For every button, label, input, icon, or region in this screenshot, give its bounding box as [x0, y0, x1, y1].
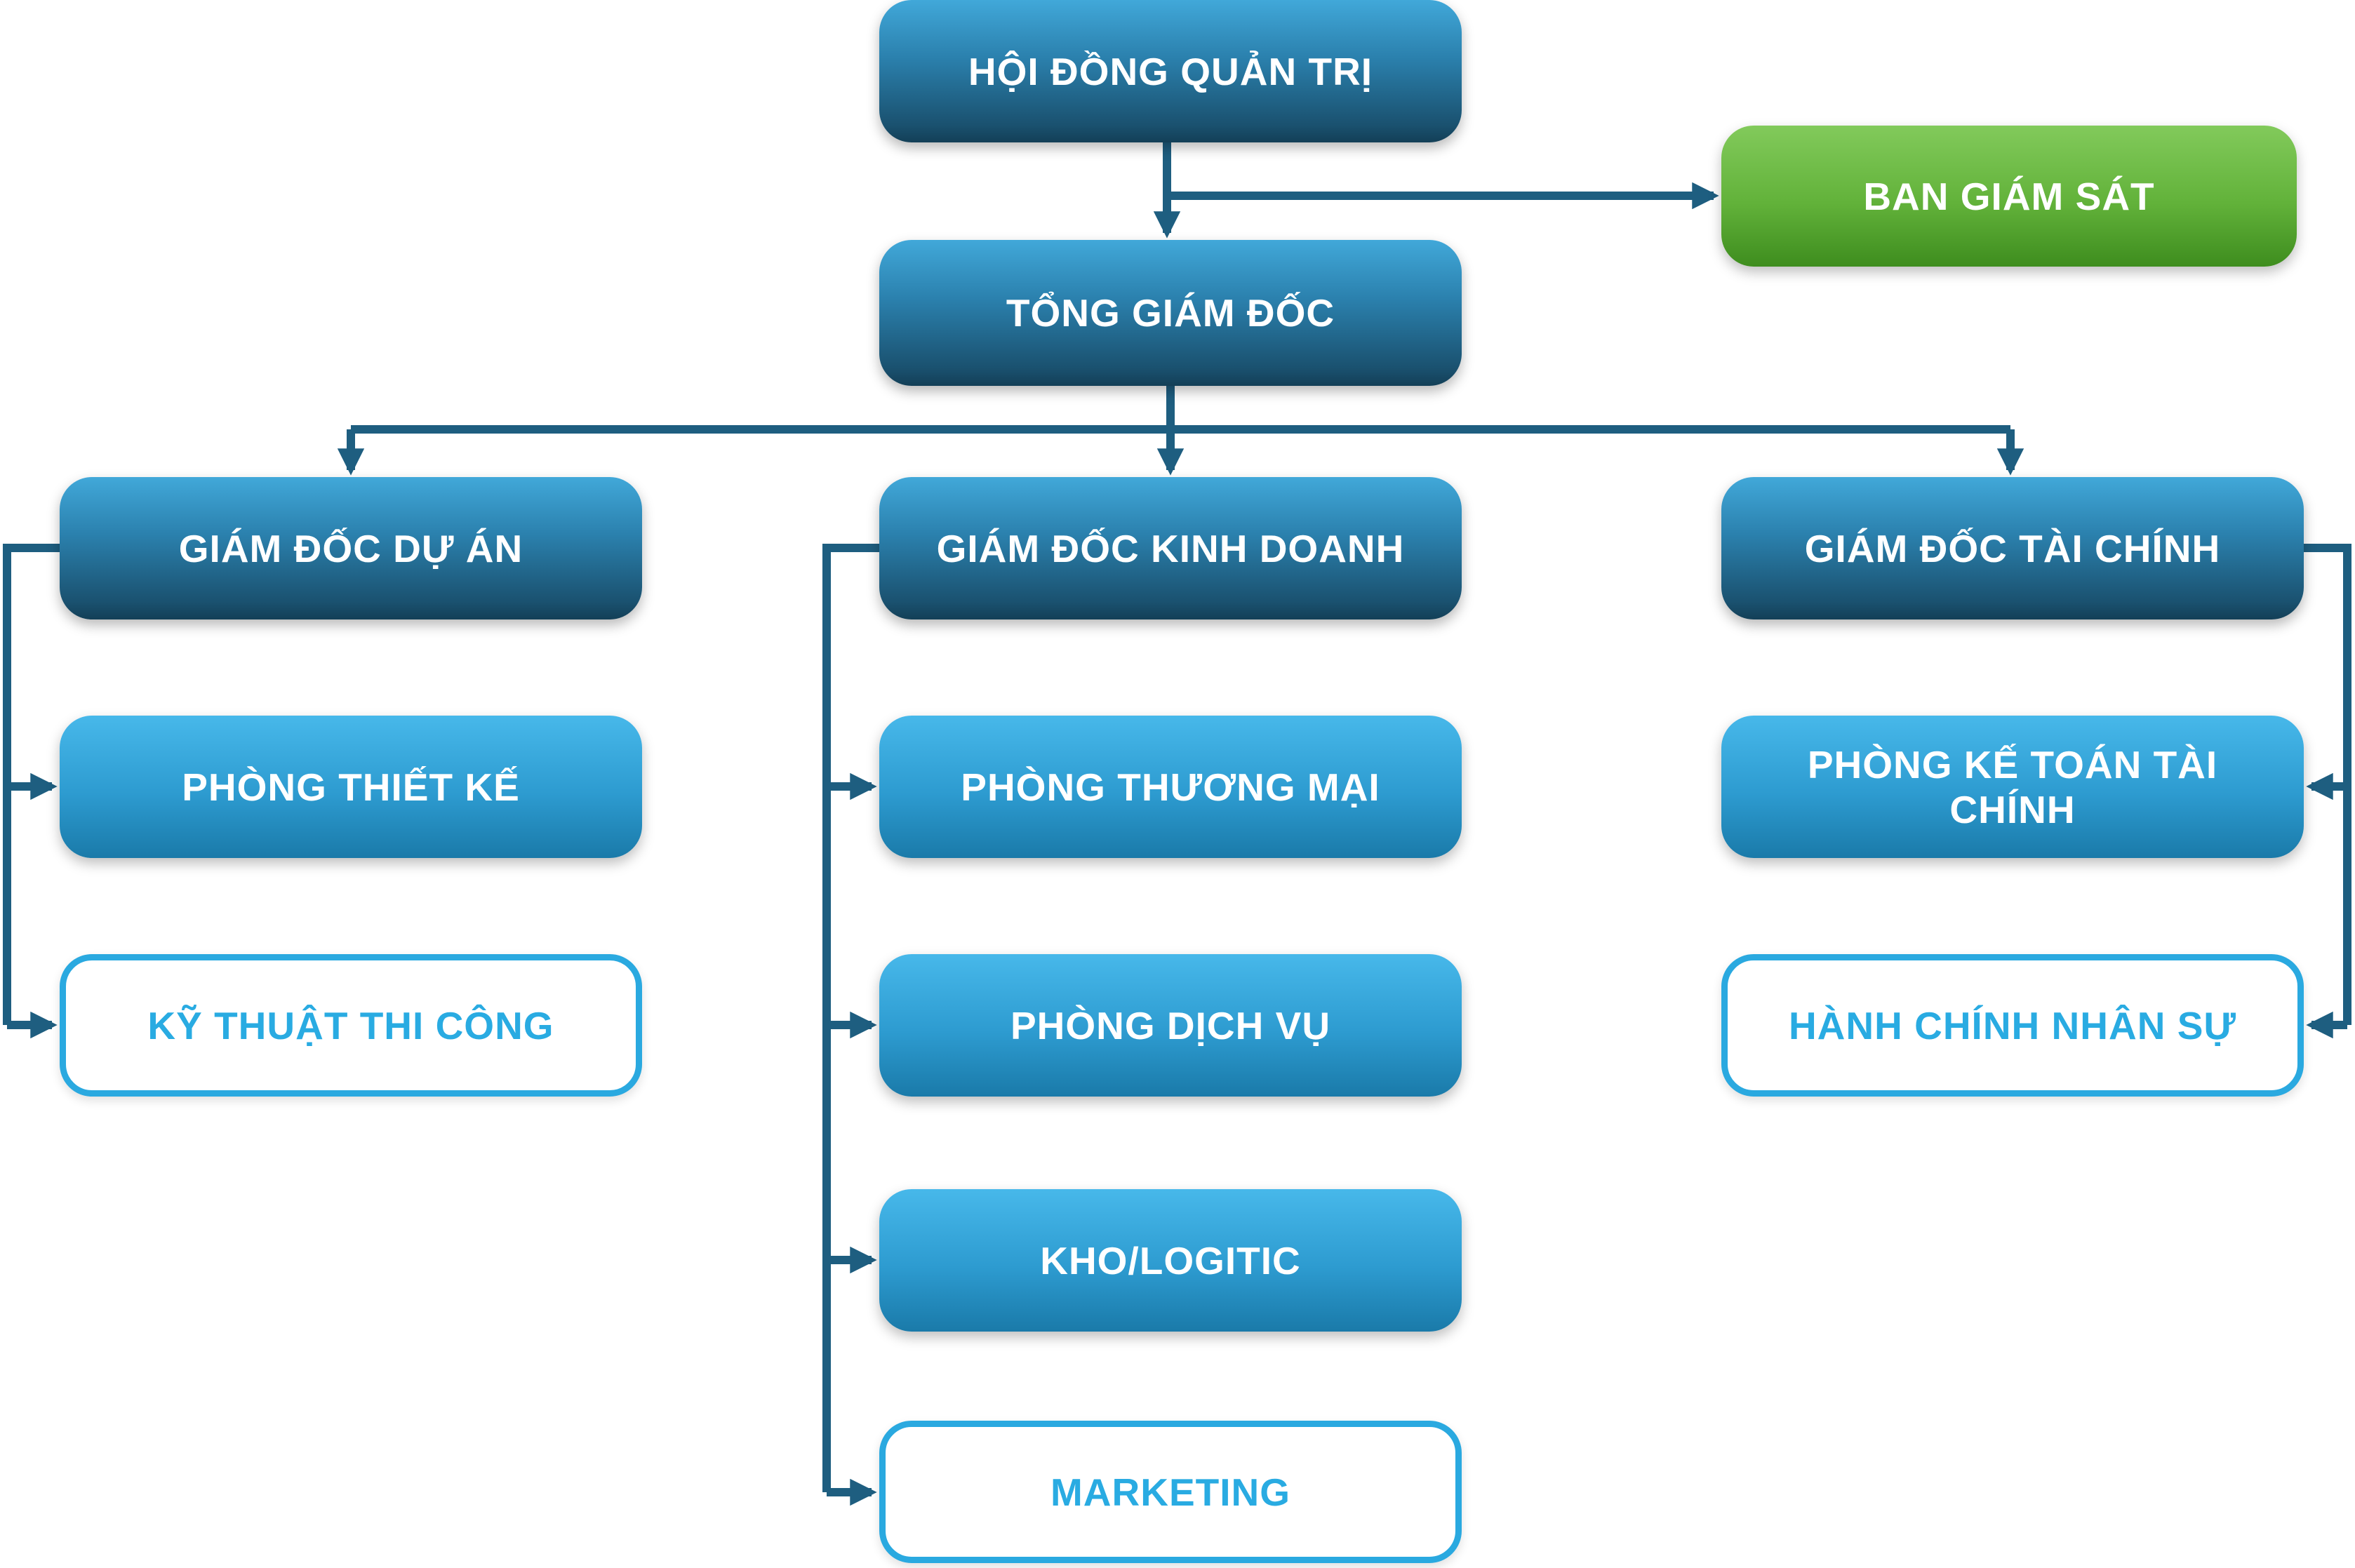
node-label: GIÁM ĐỐC KINH DOANH — [936, 526, 1405, 570]
node-label: BAN GIÁM SÁT — [1863, 174, 2155, 218]
node-finance-director: GIÁM ĐỐC TÀI CHÍNH — [1721, 477, 2304, 619]
node-label: HÀNH CHÍNH NHÂN SỰ — [1788, 1003, 2237, 1047]
node-service-department: PHÒNG DỊCH VỤ — [879, 954, 1462, 1097]
node-business-director: GIÁM ĐỐC KINH DOANH — [879, 477, 1462, 619]
node-label: GIÁM ĐỐC TÀI CHÍNH — [1804, 526, 2221, 570]
node-label: HỘI ĐỒNG QUẢN TRỊ — [968, 49, 1373, 93]
node-supervisory-board: BAN GIÁM SÁT — [1721, 126, 2297, 267]
node-label: GIÁM ĐỐC DỰ ÁN — [178, 526, 523, 570]
node-label: PHÒNG DỊCH VỤ — [1010, 1003, 1331, 1047]
node-board-of-directors: HỘI ĐỒNG QUẢN TRỊ — [879, 0, 1462, 142]
node-hr-admin: HÀNH CHÍNH NHÂN SỰ — [1721, 954, 2304, 1097]
connector-left-bracket — [3, 544, 60, 1025]
node-marketing: MARKETING — [879, 1421, 1462, 1563]
node-label: PHÒNG THƯƠNG MẠI — [961, 765, 1380, 809]
node-label: MARKETING — [1050, 1470, 1291, 1514]
node-ceo: TỔNG GIÁM ĐỐC — [879, 240, 1462, 386]
node-warehouse-logistics: KHO/LOGITIC — [879, 1189, 1462, 1332]
node-label: KỸ THUẬT THI CÔNG — [147, 1003, 554, 1047]
node-construction-engineering: KỸ THUẬT THI CÔNG — [60, 954, 642, 1097]
node-label: PHÒNG KẾ TOÁN TÀI CHÍNH — [1807, 742, 2218, 831]
node-design-department: PHÒNG THIẾT KẾ — [60, 716, 642, 858]
node-project-director: GIÁM ĐỐC DỰ ÁN — [60, 477, 642, 619]
node-label: KHO/LOGITIC — [1040, 1238, 1301, 1282]
node-commerce-department: PHÒNG THƯƠNG MẠI — [879, 716, 1462, 858]
node-accounting-finance-department: PHÒNG KẾ TOÁN TÀI CHÍNH — [1721, 716, 2304, 858]
node-label: PHÒNG THIẾT KẾ — [182, 765, 520, 809]
node-label: TỔNG GIÁM ĐỐC — [1006, 291, 1335, 335]
connector-right-bracket — [2304, 544, 2351, 1025]
connector-middle-bracket — [822, 544, 879, 1492]
